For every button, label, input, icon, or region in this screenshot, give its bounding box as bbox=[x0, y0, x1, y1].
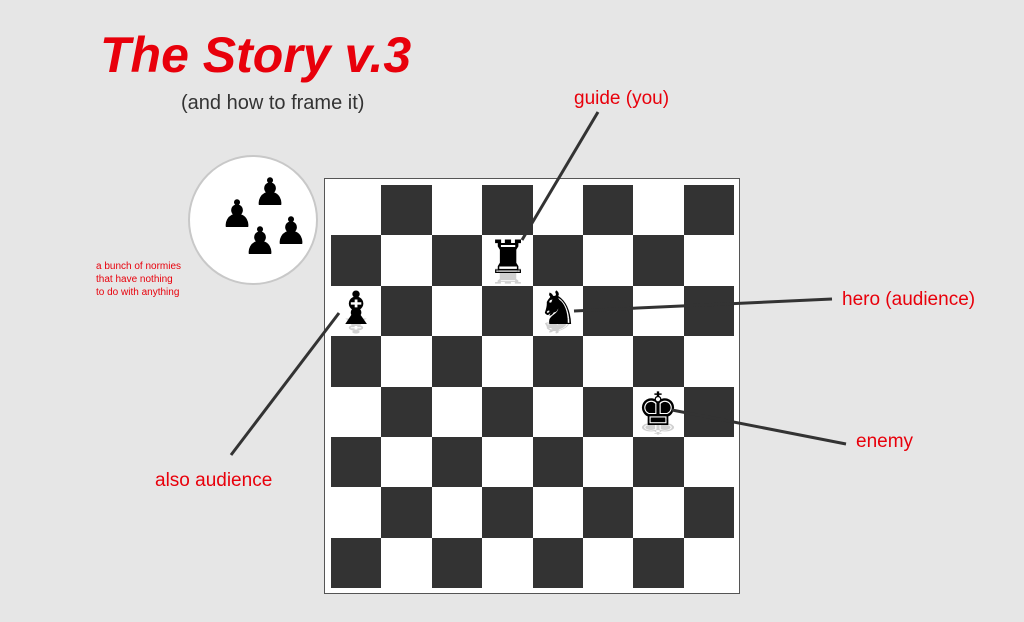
normies-note-line: that have nothing bbox=[96, 274, 173, 285]
board-square-light bbox=[582, 537, 634, 588]
board-square-dark bbox=[532, 436, 583, 488]
board-square-light bbox=[381, 235, 432, 286]
board-square-dark bbox=[482, 386, 533, 437]
board-square-dark bbox=[633, 235, 684, 286]
board-square-light bbox=[633, 487, 684, 538]
board-square-dark bbox=[532, 537, 583, 588]
board-square-light bbox=[431, 386, 483, 437]
also-audience-pointer-line bbox=[229, 312, 341, 456]
board-square-light bbox=[482, 235, 533, 286]
guide-label: guide (you) bbox=[574, 88, 670, 109]
board-square-dark bbox=[482, 487, 533, 538]
rook-shadow-icon: ♜ bbox=[487, 263, 529, 288]
board-square-light bbox=[482, 336, 533, 387]
board-square-light bbox=[381, 537, 432, 588]
hero-label: hero (audience) bbox=[842, 289, 976, 310]
also-audience-label: also audience bbox=[155, 470, 273, 491]
board-square-dark bbox=[633, 537, 684, 588]
board-square-dark bbox=[683, 487, 734, 538]
board-square-light bbox=[683, 436, 734, 488]
board-square-dark bbox=[331, 235, 382, 286]
board-square-light bbox=[431, 285, 483, 337]
board-square-dark bbox=[431, 436, 483, 488]
board-square-light bbox=[431, 487, 483, 538]
board-square-dark bbox=[683, 386, 734, 437]
board-square-dark bbox=[633, 436, 684, 488]
board-square-dark bbox=[633, 336, 684, 387]
board-square-dark bbox=[532, 336, 583, 387]
board-square-dark bbox=[381, 386, 432, 437]
normies-note: a bunch of normies that have nothing to … bbox=[96, 260, 181, 299]
normies-note-line: a bunch of normies bbox=[96, 261, 182, 272]
board-square-dark bbox=[582, 386, 634, 437]
board-square-dark bbox=[431, 537, 483, 588]
page-title: The Story v.3 bbox=[100, 27, 412, 83]
board-square-light bbox=[633, 185, 684, 236]
board-square-dark bbox=[331, 336, 382, 387]
board-square-light bbox=[331, 487, 382, 538]
board-square-light bbox=[331, 386, 382, 437]
board-square-light bbox=[683, 235, 734, 286]
bishop-shadow-icon: ♝ bbox=[335, 313, 377, 338]
enemy-label: enemy bbox=[856, 431, 914, 452]
board-square-light bbox=[381, 336, 432, 387]
board-square-light bbox=[482, 436, 533, 488]
board-square-light bbox=[532, 386, 583, 437]
pawn-icon: ♟ bbox=[220, 192, 255, 236]
board-square-dark bbox=[532, 235, 583, 286]
board-square-dark bbox=[381, 285, 432, 337]
board-square-dark bbox=[582, 487, 634, 538]
rook-icon: ♜ bbox=[487, 230, 529, 284]
board-square-dark bbox=[683, 185, 734, 236]
board-square-light bbox=[331, 185, 382, 236]
board-square-dark bbox=[582, 185, 634, 236]
board-square-light bbox=[683, 537, 734, 588]
board-square-dark bbox=[381, 487, 432, 538]
normies-note-line: to do with anything bbox=[96, 287, 180, 298]
board-square-dark bbox=[482, 185, 533, 236]
pawn-icon: ♟ bbox=[253, 170, 288, 214]
page-subtitle: (and how to frame it) bbox=[181, 92, 365, 114]
board-square-light bbox=[683, 336, 734, 387]
board-square-light bbox=[582, 235, 634, 286]
pawn-icon: ♟ bbox=[243, 219, 278, 263]
knight-shadow-icon: ♞ bbox=[537, 313, 579, 338]
board-square-light bbox=[582, 336, 634, 387]
board-square-dark bbox=[482, 285, 533, 337]
board-square-light bbox=[532, 487, 583, 538]
board-square-light bbox=[431, 185, 483, 236]
board-square-light bbox=[482, 537, 533, 588]
board-square-dark bbox=[431, 336, 483, 387]
board-square-dark bbox=[431, 235, 483, 286]
board-square-dark bbox=[582, 285, 634, 337]
board-square-light bbox=[532, 185, 583, 236]
board-square-dark bbox=[381, 185, 432, 236]
board-square-light bbox=[381, 436, 432, 488]
king-shadow-icon: ♚ bbox=[637, 414, 679, 439]
board-square-dark bbox=[683, 285, 734, 337]
board-square-light bbox=[633, 285, 684, 337]
board-square-light bbox=[582, 436, 634, 488]
knight-icon: ♞ bbox=[537, 281, 579, 335]
normies-circle bbox=[188, 155, 318, 285]
bishop-icon: ♝ bbox=[335, 281, 377, 335]
pawn-icon: ♟ bbox=[274, 209, 309, 253]
board-square-dark bbox=[331, 436, 382, 488]
board-square-dark bbox=[331, 537, 382, 588]
